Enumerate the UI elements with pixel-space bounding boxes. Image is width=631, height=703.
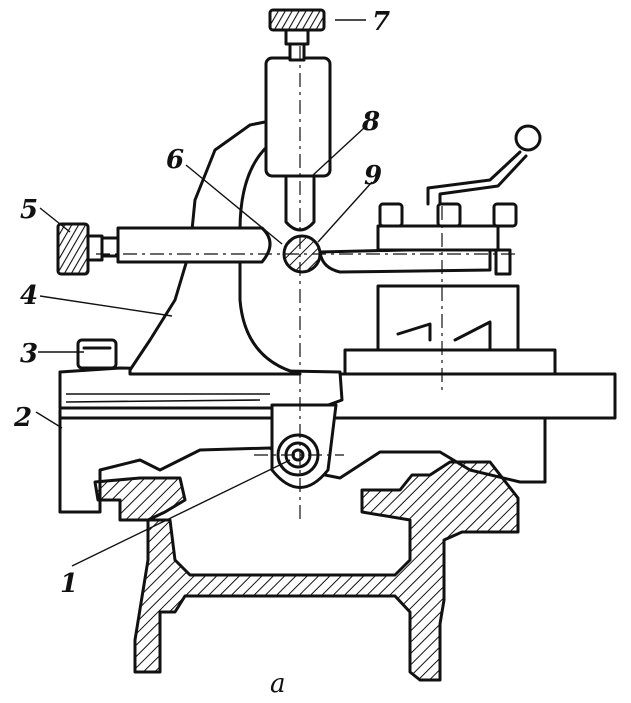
part-labels: 7 8 9 6 5 4 3 2 1 [13,7,390,599]
clamp-nut [76,338,118,370]
label-3: 3 [20,339,38,369]
label-7: 7 [372,7,390,37]
upper-housing [264,56,332,232]
leader-lines [35,19,373,567]
label-6: 6 [166,145,184,175]
clamp-plate [58,366,344,410]
figure-caption: a [270,669,286,699]
label-1: 1 [60,569,78,599]
tool-post [318,124,557,376]
label-5: 5 [20,195,38,225]
label-9: 9 [364,161,382,191]
label-4: 4 [20,281,38,311]
label-2: 2 [13,403,32,433]
axis-lines [96,46,520,520]
bed-cross-section [93,460,520,682]
label-8: 8 [361,107,380,137]
top-adjust-screw [268,8,326,62]
